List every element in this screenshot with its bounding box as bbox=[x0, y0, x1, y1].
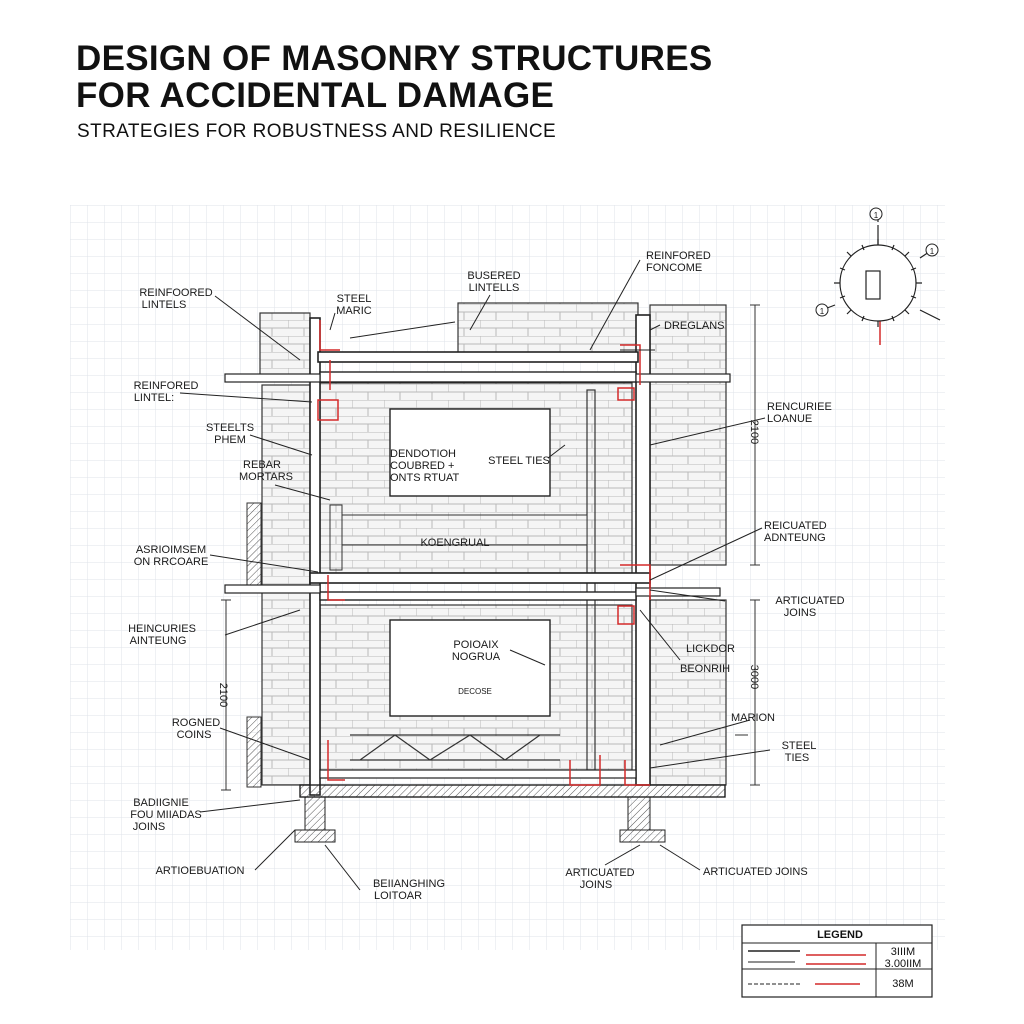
right-footing-base bbox=[619, 829, 666, 843]
left-footing-stem bbox=[304, 796, 326, 831]
compass-icon bbox=[821, 212, 941, 327]
dimension-right-upper: 2100 bbox=[748, 420, 760, 444]
legend-box: LEGEND 3IIIM 3.00IIM 38M bbox=[741, 924, 933, 998]
dimension-left: 2100 bbox=[217, 683, 229, 707]
mid-lintel-band bbox=[341, 514, 588, 546]
label-koengrual: KOENGRUAL bbox=[420, 537, 489, 549]
label-articuated-joins-br: ARTICUATED JOINS bbox=[703, 866, 808, 878]
left-dark-pier-lower bbox=[246, 716, 262, 788]
mid-slab bbox=[309, 572, 651, 584]
ground-beam bbox=[319, 769, 637, 779]
building-section bbox=[224, 284, 906, 843]
left-roof-ledge bbox=[224, 373, 321, 383]
label-center-box-bottom-small: DECOSE bbox=[458, 687, 492, 696]
compass-mark-top bbox=[869, 207, 883, 221]
page-subtitle: STRATEGIES FOR ROBUSTNESS AND RESILIENCE bbox=[77, 121, 557, 142]
legend-title: LEGEND bbox=[817, 929, 863, 941]
left-footing-base bbox=[294, 829, 336, 843]
title-line-1: DESIGN OF MASONRY STRUCTURES bbox=[76, 39, 713, 78]
upper-opening bbox=[389, 408, 551, 497]
right-footing-stem bbox=[627, 796, 651, 831]
label-dreglans: DREGLANS bbox=[664, 320, 725, 332]
right-lower-masonry bbox=[649, 599, 727, 786]
reinforcement-red bbox=[317, 284, 906, 786]
label-steel-ties-mid: STEEL TIES bbox=[488, 455, 550, 467]
left-parapet bbox=[259, 312, 311, 379]
compass-mark-left bbox=[815, 303, 829, 317]
legend-row-3-value: 38M bbox=[892, 978, 913, 990]
right-mid-ledge bbox=[635, 587, 721, 597]
top-parapet bbox=[457, 302, 639, 354]
compass-mark-right-text: 1 bbox=[930, 247, 935, 256]
compass-mark-left-text: 1 bbox=[820, 307, 825, 316]
leader-lines bbox=[179, 259, 771, 891]
page-title: DESIGN OF MASONRY STRUCTURES FOR ACCIDEN… bbox=[76, 40, 713, 114]
legend-row-2-value: 3.00IIM bbox=[885, 958, 922, 970]
right-roof-ledge bbox=[635, 373, 731, 383]
dimension-lines bbox=[221, 304, 760, 791]
left-mid-ledge bbox=[224, 584, 321, 594]
dimension-right-lower: 3000 bbox=[748, 665, 760, 689]
legend-row-1-value: 3IIIM bbox=[891, 946, 915, 958]
title-line-2: FOR ACCIDENTAL DAMAGE bbox=[76, 76, 555, 115]
right-upper-masonry bbox=[649, 304, 727, 566]
ground-slab bbox=[299, 784, 726, 798]
roof-slab bbox=[317, 351, 639, 363]
compass-mark-top-text: 1 bbox=[874, 211, 879, 220]
label-marion: MARION bbox=[731, 712, 775, 724]
compass-mark-right bbox=[925, 243, 939, 257]
roof-beam bbox=[319, 371, 637, 383]
right-column bbox=[635, 314, 651, 786]
lower-opening bbox=[389, 619, 551, 717]
left-column bbox=[309, 317, 321, 796]
label-artioebuation: ARTIOEBUATION bbox=[156, 865, 245, 877]
interior-frame bbox=[329, 504, 343, 571]
floor-truss bbox=[350, 734, 560, 761]
mid-beam bbox=[319, 591, 637, 601]
left-dark-pier-upper bbox=[246, 502, 262, 586]
